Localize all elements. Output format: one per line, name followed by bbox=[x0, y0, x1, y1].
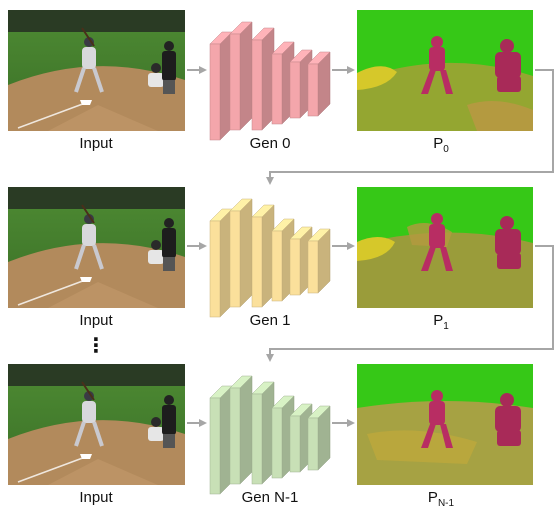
catcher-figure bbox=[148, 240, 164, 264]
arrow-output-0-to-gen-1 bbox=[266, 69, 554, 185]
catcher-umpire-mask bbox=[495, 216, 521, 269]
generator-label-1: Gen 1 bbox=[250, 312, 291, 329]
batter-figure bbox=[74, 204, 104, 270]
generator-layer bbox=[307, 51, 331, 117]
input-label-1: Input bbox=[79, 312, 113, 329]
batter-mask bbox=[421, 213, 453, 271]
umpire-figure bbox=[162, 218, 176, 271]
input-image-2 bbox=[8, 364, 185, 485]
batter-mask bbox=[421, 36, 453, 94]
input-image-1 bbox=[8, 187, 185, 308]
batter-mask bbox=[421, 390, 453, 448]
generator-layer bbox=[209, 208, 233, 318]
output-image-0 bbox=[357, 10, 533, 131]
output-image-1 bbox=[357, 187, 533, 308]
generator-layer bbox=[209, 31, 233, 141]
output-label-0: P0 bbox=[433, 135, 449, 155]
output-label-1: P1 bbox=[433, 312, 449, 332]
batter-figure bbox=[74, 381, 104, 447]
generator-layer bbox=[307, 405, 331, 471]
generator-layer bbox=[251, 204, 275, 308]
ellipsis: ⋮ bbox=[86, 335, 106, 357]
batter-figure bbox=[74, 27, 104, 93]
generator-block-1 bbox=[209, 198, 331, 318]
generator-block-2 bbox=[209, 375, 331, 495]
output-image-2 bbox=[357, 364, 533, 485]
umpire-figure bbox=[162, 395, 176, 448]
generator-layer bbox=[209, 385, 233, 495]
generator-label-0: Gen 0 bbox=[250, 135, 291, 152]
output-label-2: PN-1 bbox=[428, 489, 455, 509]
input-label-2: Input bbox=[79, 489, 113, 506]
generator-layer bbox=[229, 198, 253, 308]
generator-layer bbox=[229, 21, 253, 131]
generator-layer bbox=[307, 228, 331, 294]
generator-layer bbox=[229, 375, 253, 485]
generator-label-2: Gen N-1 bbox=[242, 489, 299, 506]
generator-block-0 bbox=[209, 21, 331, 141]
row-1 bbox=[8, 187, 533, 318]
catcher-umpire-mask bbox=[495, 39, 521, 92]
row-2 bbox=[8, 364, 533, 495]
input-image-0 bbox=[8, 10, 185, 131]
labels: Input Gen 0 P0 Input Gen 1 P1 ⋮ Input Ge… bbox=[79, 135, 454, 509]
arrows bbox=[187, 66, 554, 427]
generator-layer bbox=[251, 27, 275, 131]
catcher-figure bbox=[148, 63, 164, 87]
umpire-figure bbox=[162, 41, 176, 94]
row-0 bbox=[8, 10, 533, 141]
generator-layer bbox=[251, 381, 275, 485]
catcher-umpire-mask bbox=[495, 393, 521, 446]
input-label-0: Input bbox=[79, 135, 113, 152]
arrow-output-1-to-gen-2 bbox=[266, 245, 554, 362]
catcher-figure bbox=[148, 417, 164, 441]
